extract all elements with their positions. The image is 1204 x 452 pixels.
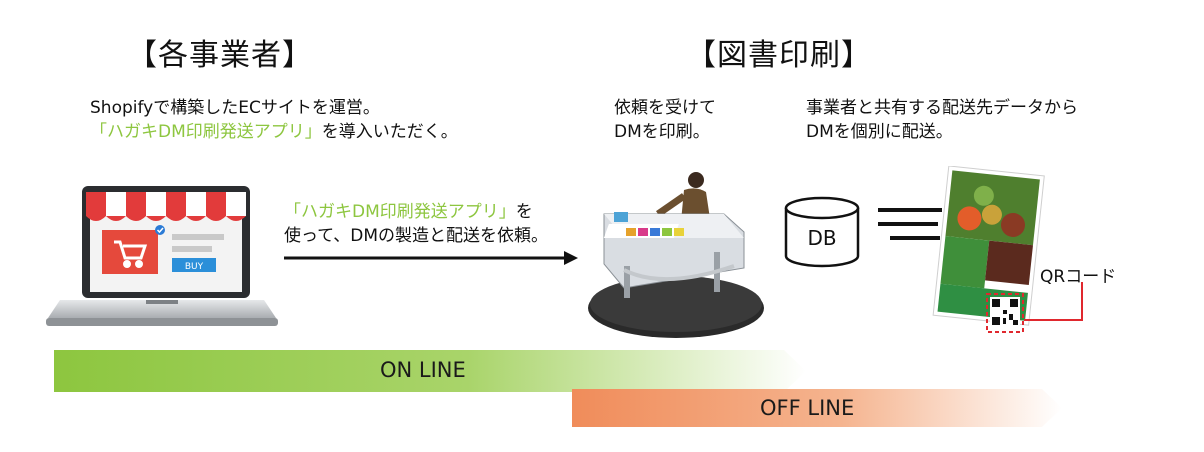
cart-icon <box>114 240 148 268</box>
qr-leader-line <box>1024 282 1083 321</box>
db-label: DB <box>807 226 837 250</box>
buy-button-shape <box>172 258 216 272</box>
delivery-text-line1: 事業者と共有する配送先データから <box>806 98 1078 118</box>
business-description: Shopifyで構築したECサイトを運営。 「ハガキDM印刷発送アプリ」を導入い… <box>90 96 458 144</box>
delivery-text-line2: DMを個別に配送。 <box>806 122 953 142</box>
check-badge-icon <box>155 225 165 235</box>
qr-code-icon <box>986 293 1024 333</box>
motion-lines-icon <box>878 208 942 240</box>
buy-label: BUY <box>185 262 204 272</box>
print-description: 依頼を受けて DMを印刷。 <box>614 96 716 144</box>
app-name: 「ハガキDM印刷発送アプリ」 <box>90 122 322 142</box>
arrow-app-name: 「ハガキDM印刷発送アプリ」 <box>284 202 516 222</box>
awning-icon <box>86 192 246 221</box>
arrow-text-line1: 「ハガキDM印刷発送アプリ」を <box>284 200 548 224</box>
online-bar <box>54 350 806 392</box>
print-text-line1: 依頼を受けて <box>614 98 716 118</box>
arrow-text-line1-rest: を <box>515 202 533 222</box>
laptop-store-illustration: BUY <box>46 186 278 326</box>
offline-bar <box>572 389 1062 427</box>
business-heading: 【各事業者】 <box>127 38 313 73</box>
arrow-description: 「ハガキDM印刷発送アプリ」を 使って、DMの製造と配送を依頼。 <box>284 200 548 248</box>
business-text-line2-rest: を導入いただく。 <box>321 122 458 142</box>
request-arrow <box>284 251 578 265</box>
business-text-line1: Shopifyで構築したECサイトを運営。 <box>90 98 380 118</box>
printer-illustration <box>588 172 764 338</box>
print-text-line2: DMを印刷。 <box>614 122 710 142</box>
database-icon <box>784 196 860 268</box>
printing-heading: 【図書印刷】 <box>686 38 872 73</box>
cart-panel <box>102 230 158 274</box>
business-text-line2: 「ハガキDM印刷発送アプリ」を導入いただく。 <box>90 120 458 144</box>
qr-label: QRコード <box>1040 267 1117 287</box>
delivery-description: 事業者と共有する配送先データから DMを個別に配送。 <box>806 96 1078 144</box>
arrow-text-line2: 使って、DMの製造と配送を依頼。 <box>284 226 549 246</box>
meat-photo <box>985 240 1033 285</box>
online-label: ON LINE <box>380 358 466 382</box>
offline-label: OFF LINE <box>760 396 855 420</box>
